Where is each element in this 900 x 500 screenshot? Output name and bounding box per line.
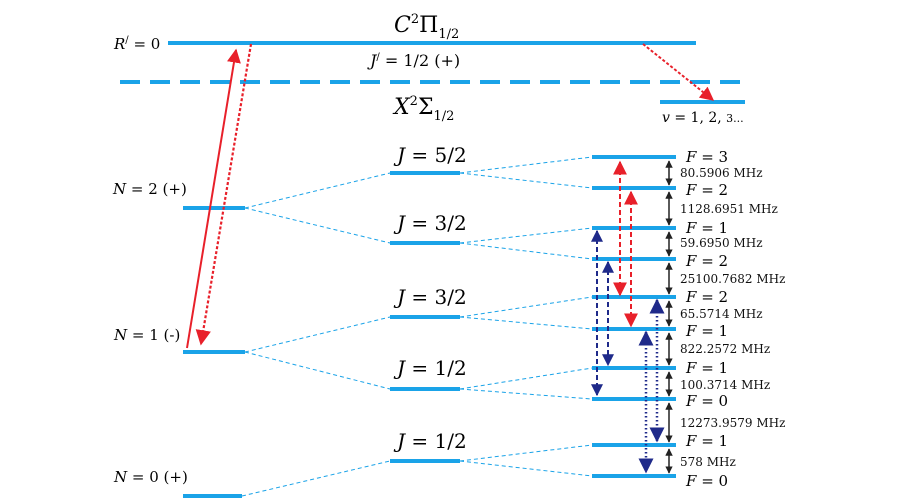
splitting-label: 100.3714 MHz: [680, 378, 770, 392]
n0-label: N = 0 (+): [113, 468, 188, 486]
connector-j3half-f1: [459, 227, 593, 244]
f-label: F = 1: [685, 322, 728, 340]
splitting-label: 80.5906 MHz: [680, 166, 763, 180]
j-label-n1-3half: J = 3/2: [393, 285, 467, 309]
laser-excitation-arrow: [186, 48, 241, 349]
laser-decay-arrow: [195, 43, 253, 346]
f-label: F = 2: [685, 252, 728, 270]
splitting-label: 822.2572 MHz: [680, 342, 770, 356]
rprime-label: R/ = 0: [113, 35, 160, 53]
f-label: F = 0: [685, 472, 728, 490]
f-label: F = 3: [685, 148, 728, 166]
connector-n1-j1half: [244, 351, 391, 390]
splitting-label: 65.5714 MHz: [680, 307, 763, 321]
n2-label: N = 2 (+): [112, 180, 187, 198]
j-label-n2-3half: J = 3/2: [393, 211, 467, 235]
splitting-label: 12273.9579 MHz: [680, 416, 785, 430]
splitting-label: 578 MHz: [680, 455, 736, 469]
splitting-label: 1128.6951 MHz: [680, 202, 778, 216]
splitting-label: 59.6950 MHz: [680, 236, 763, 250]
connector-j1half-n1-f1: [459, 367, 593, 390]
j-label-n1-1half: J = 1/2: [393, 356, 467, 380]
connector-j1half-n0-f1: [459, 444, 593, 462]
f-label: F = 2: [685, 288, 728, 306]
f-label: F = 1: [685, 359, 728, 377]
f-label: F = 0: [685, 392, 728, 410]
j-label-n0-1half: J = 1/2: [393, 429, 467, 453]
connector-j3half-n1-f1: [459, 316, 593, 330]
splitting-label: 25100.7682 MHz: [680, 272, 785, 286]
connector-j1half-n1-f0: [459, 388, 593, 400]
vibration-label: v = 1, 2, 3...: [662, 110, 744, 126]
f-label: F = 1: [685, 219, 728, 237]
connector-j3half-n1-f2: [459, 296, 593, 318]
connector-j1half-n0-f0: [459, 460, 593, 477]
f-label: F = 2: [685, 181, 728, 199]
excited-state-label: C2Π1/2: [394, 12, 459, 42]
f-levels: [592, 155, 676, 478]
connector-n2-j3half: [244, 207, 391, 244]
jprime-label: J/ = 1/2 (+): [367, 51, 460, 70]
ground-state-label: X2Σ1/2: [392, 94, 454, 124]
connector-j5half-f2: [459, 172, 593, 189]
j-label-n2-5half: J = 5/2: [393, 143, 467, 167]
vibration-decay-arrow: [642, 43, 715, 101]
connector-j3half-f2: [459, 242, 593, 260]
connector-n2-j5half: [244, 172, 391, 209]
connector-n0-j1half: [241, 460, 391, 497]
connector-j5half-f3: [459, 156, 593, 174]
f-label: F = 1: [685, 432, 728, 450]
n1-label: N = 1 (-): [113, 326, 180, 344]
connector-n1-j3half: [244, 316, 391, 353]
